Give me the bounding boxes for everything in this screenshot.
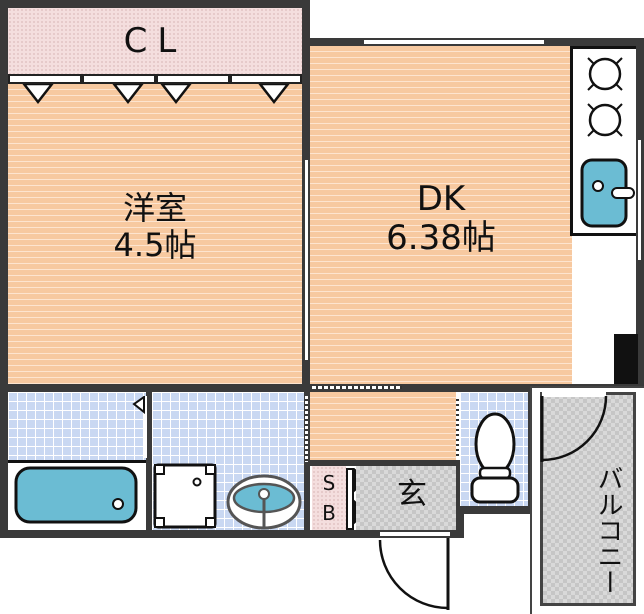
shoe-box[interactable]: S B: [312, 466, 346, 530]
toilet-icon: [470, 412, 520, 504]
closet-label: CL: [123, 21, 187, 61]
entrance-label: 玄: [397, 477, 427, 512]
bathroom-floor: [8, 392, 148, 460]
entrance-door-swing-icon: [378, 538, 450, 610]
dk-name: DK: [416, 179, 466, 219]
gas-stove-icon: [587, 57, 623, 137]
wall-bottom-bath: [0, 530, 306, 538]
bathtub-icon: [14, 466, 138, 524]
hall-dk-door[interactable]: [312, 386, 402, 389]
dining-kitchen: DK 6.38帖: [310, 46, 572, 386]
sliding-door-western-dk[interactable]: [305, 160, 308, 360]
wall-hall-entrance: [310, 460, 460, 466]
wall-right-of-closet: [302, 0, 310, 82]
closet-door-swing-icons: [22, 84, 290, 105]
toilet-door[interactable]: [456, 396, 459, 458]
dressing-door[interactable]: [305, 396, 308, 462]
western-room-label: 洋室 4.5帖: [8, 190, 302, 264]
outer-wall-left: [0, 0, 8, 538]
dk-side-window[interactable]: [638, 140, 641, 260]
washing-machine-icon: [153, 463, 217, 529]
closet-room: CL: [8, 8, 302, 74]
bath-door[interactable]: [144, 396, 147, 458]
balcony-label: バルコニー: [593, 465, 623, 595]
kitchen-sink-icon: [580, 158, 635, 228]
entrance: 玄: [356, 466, 456, 530]
dk-size: 6.38帖: [386, 218, 496, 259]
western-room-size: 4.5帖: [113, 225, 197, 264]
hallway: [310, 392, 456, 462]
bath-door-swing-icon: [132, 396, 145, 414]
wall-bath-dressing: [146, 392, 152, 530]
dk-label: DK 6.38帖: [310, 179, 572, 259]
balcony-door-swing-icon: [540, 396, 608, 462]
closet-doors[interactable]: [8, 74, 302, 84]
shoe-box-label-s: S: [322, 471, 336, 495]
shoe-box-doors[interactable]: [346, 468, 354, 530]
balcony-door[interactable]: [542, 392, 606, 397]
washbasin-icon: [226, 474, 302, 530]
fridge-space: [614, 334, 638, 388]
western-room: 洋室 4.5帖: [8, 84, 302, 386]
dk-window[interactable]: [364, 40, 544, 44]
wall-dressing-hall: [304, 392, 310, 538]
outer-wall-top-left: [0, 0, 310, 8]
wall-toilet-bottom: [460, 506, 536, 514]
western-room-name: 洋室: [122, 189, 187, 227]
shoe-box-label-b: B: [322, 501, 336, 525]
entrance-door[interactable]: [380, 532, 450, 536]
